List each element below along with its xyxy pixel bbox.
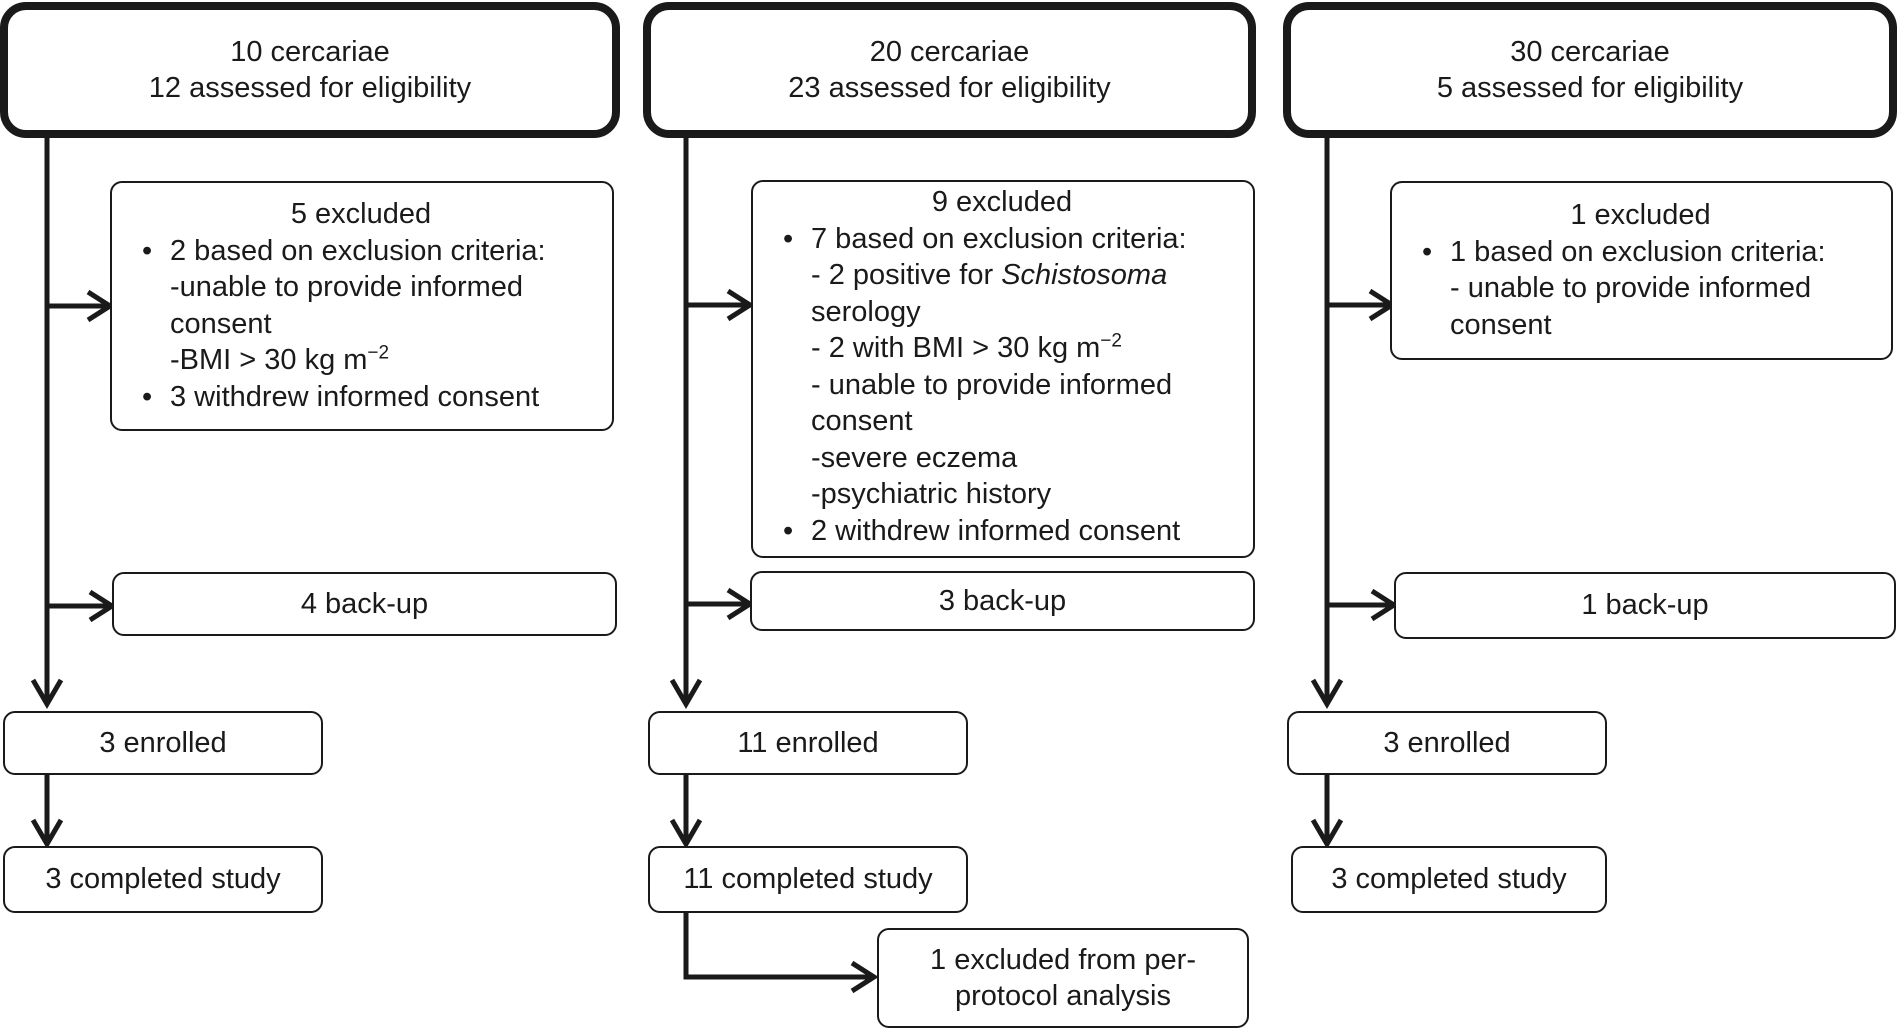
- col3-excluded-bullet1: 1 based on exclusion criteria:: [1420, 234, 1881, 271]
- col1-completed-box: 3 completed study: [3, 846, 323, 913]
- col2-excluded-box: 9 excluded 7 based on exclusion criteria…: [751, 180, 1255, 558]
- col2-top-box: 20 cercariae 23 assessed for eligibility: [643, 2, 1256, 138]
- col1-top-line2: 12 assessed for eligibility: [148, 72, 472, 104]
- col3-enrolled-label: 3 enrolled: [1383, 726, 1511, 759]
- col2-excluded-line: consent: [811, 405, 913, 437]
- col2-backup-label: 3 back-up: [938, 584, 1067, 617]
- col1-backup-box: 4 back-up: [112, 572, 617, 636]
- col2-schisto-prefix: - 2 positive for: [811, 259, 1002, 291]
- col1-excluded-bullet1: 2 based on exclusion criteria:: [140, 233, 602, 270]
- col1-excluded-box: 5 excluded 2 based on exclusion criteria…: [110, 181, 614, 431]
- col2-excluded-bullet1: 7 based on exclusion criteria:: [781, 221, 1243, 258]
- col2-bmi-text: - 2 with BMI > 30 kg m: [811, 332, 1101, 364]
- col1-trunk-arrowhead: [30, 678, 64, 709]
- col1-excluded-line: consent: [170, 307, 272, 340]
- col3-excluded-line: consent: [1450, 308, 1552, 341]
- col1-excluded-title: 5 excluded: [290, 198, 432, 230]
- col2-per-protocol-line2: protocol analysis: [955, 980, 1171, 1012]
- col2-excluded-line: - unable to provide informed: [811, 368, 1173, 401]
- col1-excluded-bmi: -BMI > 30 kg m−2: [140, 342, 602, 379]
- col1-bmi-text: -BMI > 30 kg m: [170, 344, 368, 376]
- col3-excluded-line: - unable to provide informed: [1450, 272, 1812, 304]
- col3-top-box: 30 cercariae 5 assessed for eligibility: [1283, 2, 1897, 138]
- col2-enrolled-label: 11 enrolled: [737, 726, 879, 759]
- col2-excluded-line: -severe eczema: [811, 441, 1018, 474]
- col2-completed-label: 11 completed study: [683, 863, 933, 896]
- col3-excluded-title: 1 excluded: [1570, 199, 1711, 231]
- col3-top-line1: 30 cercariae: [1510, 35, 1670, 68]
- col2-enrolled-box: 11 enrolled: [648, 711, 968, 775]
- col2-excluded-line: -psychiatric history: [811, 478, 1052, 510]
- col2-top-line2: 23 assessed for eligibility: [788, 72, 1111, 104]
- col3-completed-label: 3 completed study: [1331, 863, 1567, 896]
- col2-excluded-serology: serology: [811, 295, 921, 328]
- col2-excluded-bullet2: 2 withdrew informed consent: [781, 513, 1243, 550]
- col1-top-box: 10 cercariae 12 assessed for eligibility: [0, 2, 620, 138]
- col2-schisto-italic: Schistosoma: [1001, 259, 1168, 291]
- col2-bmi-exponent: −2: [1100, 330, 1122, 352]
- col3-enrolled-box: 3 enrolled: [1287, 711, 1607, 775]
- col1-excluded-bullet2: 3 withdrew informed consent: [140, 379, 602, 416]
- col3-excluded-box: 1 excluded 1 based on exclusion criteria…: [1390, 181, 1893, 360]
- col2-excluded-title: 9 excluded: [931, 186, 1073, 218]
- col2-per-protocol-arrow: [683, 913, 872, 980]
- col2-completed-box: 11 completed study: [648, 846, 968, 913]
- col1-enrolled-label: 3 enrolled: [99, 726, 227, 759]
- col3-top-line2: 5 assessed for eligibility: [1436, 72, 1744, 104]
- col2-excluded-bmi: - 2 with BMI > 30 kg m−2: [781, 330, 1243, 367]
- col2-top-line1: 20 cercariae: [869, 35, 1030, 68]
- col3-completed-box: 3 completed study: [1291, 846, 1607, 913]
- col2-per-protocol-box: 1 excluded from per- protocol analysis: [877, 928, 1249, 1028]
- col2-per-protocol-line1: 1 excluded from per-: [930, 943, 1196, 976]
- col2-backup-box: 3 back-up: [750, 571, 1255, 631]
- col1-top-line1: 10 cercariae: [230, 35, 390, 68]
- col2-excluded-schistosoma: - 2 positive for Schistosoma: [781, 257, 1243, 294]
- col3-backup-label: 1 back-up: [1581, 589, 1709, 622]
- col3-backup-box: 1 back-up: [1394, 572, 1896, 639]
- col1-backup-label: 4 back-up: [300, 587, 429, 620]
- col1-excluded-line: -unable to provide informed: [170, 271, 524, 303]
- col1-enrolled-box: 3 enrolled: [3, 711, 323, 775]
- col1-completed-label: 3 completed study: [45, 863, 281, 896]
- col1-bmi-exponent: −2: [367, 342, 390, 364]
